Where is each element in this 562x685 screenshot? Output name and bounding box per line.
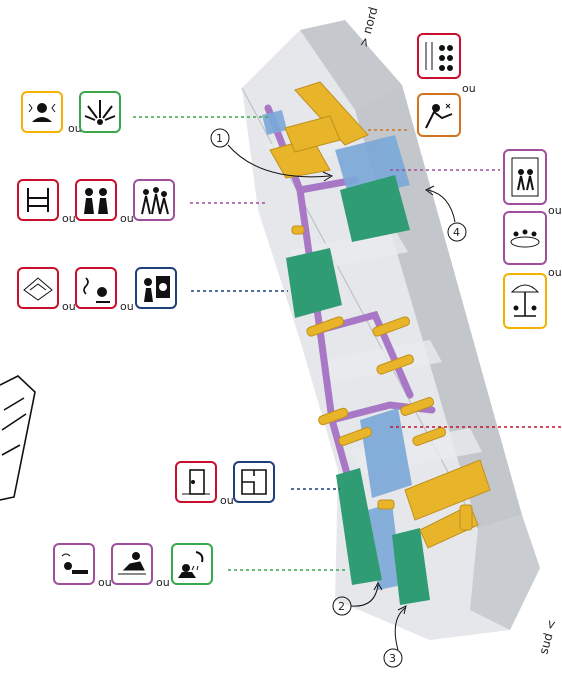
dining-table-icon	[504, 212, 546, 264]
bathroom-pair-icon	[76, 180, 116, 220]
south-label: sud <	[536, 618, 559, 656]
group-top-right: ou	[418, 34, 476, 136]
speaker-person-icon	[22, 92, 62, 132]
dance-group-icon	[134, 180, 174, 220]
svg-text:4: 4	[453, 226, 460, 239]
sep-ou: ou	[120, 300, 134, 313]
svg-text:2: 2	[338, 600, 345, 613]
north-label: > nord	[356, 5, 380, 48]
massage-bed-icon	[112, 544, 152, 584]
kitchen-wash-icon	[418, 94, 460, 136]
theater-audience-icon	[418, 34, 460, 78]
pool-ladder-icon	[18, 180, 58, 220]
sketch-fragment	[0, 376, 35, 500]
svg-text:1: 1	[216, 132, 223, 145]
group-second-left: ou ou	[18, 180, 174, 225]
group-top-left: ou	[22, 92, 120, 135]
sep-ou: ou	[98, 576, 112, 589]
massage-wave-icon	[54, 544, 94, 584]
group-third-left: ou ou	[18, 268, 176, 313]
floorplan-icon	[234, 462, 274, 502]
umbrella-table-icon	[504, 274, 546, 328]
shower-icon	[172, 544, 212, 584]
burst-icon	[80, 92, 120, 132]
window-people-icon	[504, 150, 546, 204]
sep-ou: ou	[548, 266, 562, 279]
group-mid-right: ou ou	[504, 150, 562, 328]
sep-ou: ou	[156, 576, 170, 589]
sep-ou: ou	[548, 204, 562, 217]
laundry-icon	[136, 268, 176, 308]
sep-ou: ou	[62, 212, 76, 225]
sep-ou: ou	[120, 212, 134, 225]
sauna-icon	[76, 268, 116, 308]
office-door-icon	[176, 462, 216, 502]
sep-ou: ou	[62, 300, 76, 313]
group-bottom-left: ou ou	[54, 544, 212, 589]
sep-ou: ou	[462, 82, 476, 95]
svg-text:3: 3	[389, 652, 396, 665]
terrace-icon	[18, 268, 58, 308]
sep-ou: ou	[220, 494, 234, 507]
group-fourth-left: ou	[176, 462, 274, 507]
